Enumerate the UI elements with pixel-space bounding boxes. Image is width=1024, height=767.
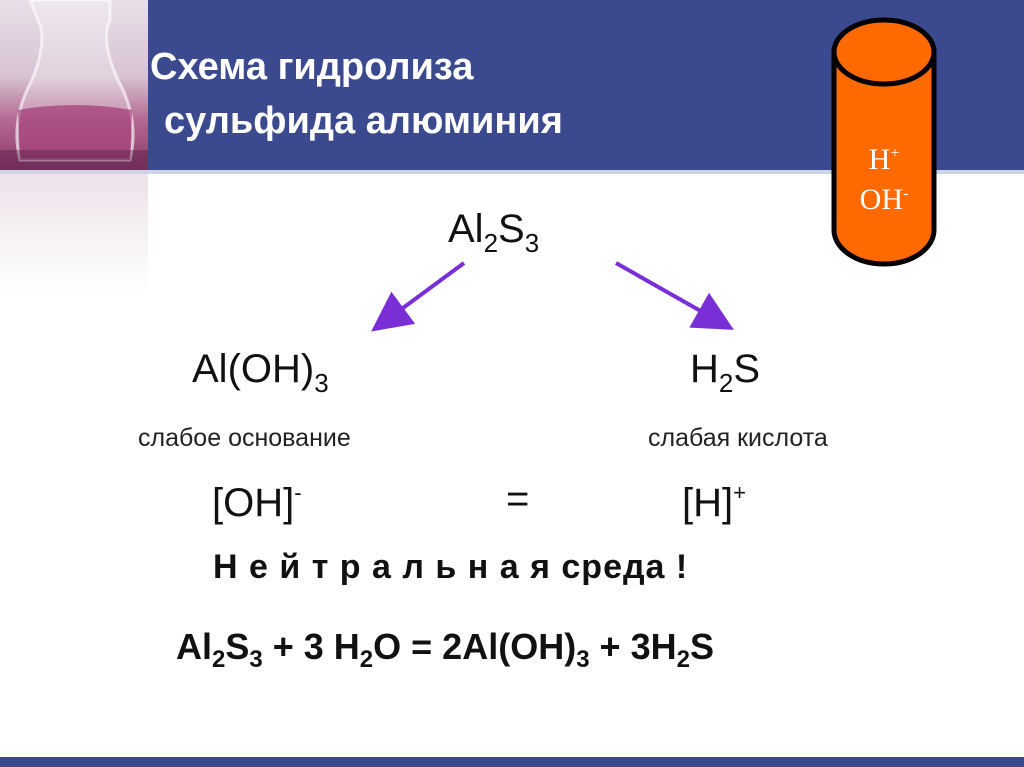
cylinder-icon [831, 17, 937, 267]
hydrolysis-equation: Al2S3 + 3 H2O = 2Al(OH)3 + 3H2S [176, 626, 714, 673]
header-divider [0, 170, 1024, 174]
flask-image [0, 0, 148, 170]
base-caption: слабое основание [138, 424, 351, 452]
hydroxide-concentration: [OH]- [212, 480, 302, 525]
base-formula: Al(OH)3 [192, 347, 329, 398]
equals-sign: = [506, 477, 530, 521]
arrow-to-base [371, 261, 466, 332]
neutral-medium-conclusion: Н е й т р а л ь н а я среда ! [213, 548, 689, 586]
salt-formula: Al2S3 [448, 207, 540, 258]
title-line-1: Схема гидролиза [150, 46, 474, 88]
title-line-2: сульфида алюминия [164, 100, 563, 142]
flask-reflection [0, 174, 148, 294]
ion-h-plus: H+ [868, 143, 900, 176]
acid-formula: H2S [690, 347, 761, 398]
arrow-to-acid [615, 261, 734, 330]
hydrogen-concentration: [H]+ [682, 480, 746, 525]
slide-title: Схема гидролиза сульфида алюминия [150, 40, 770, 148]
cylinder-label: H+ OH- [828, 140, 940, 220]
ion-oh-minus: OH- [859, 183, 909, 216]
footer-band [0, 757, 1024, 767]
acid-caption: слабая кислота [648, 424, 828, 452]
